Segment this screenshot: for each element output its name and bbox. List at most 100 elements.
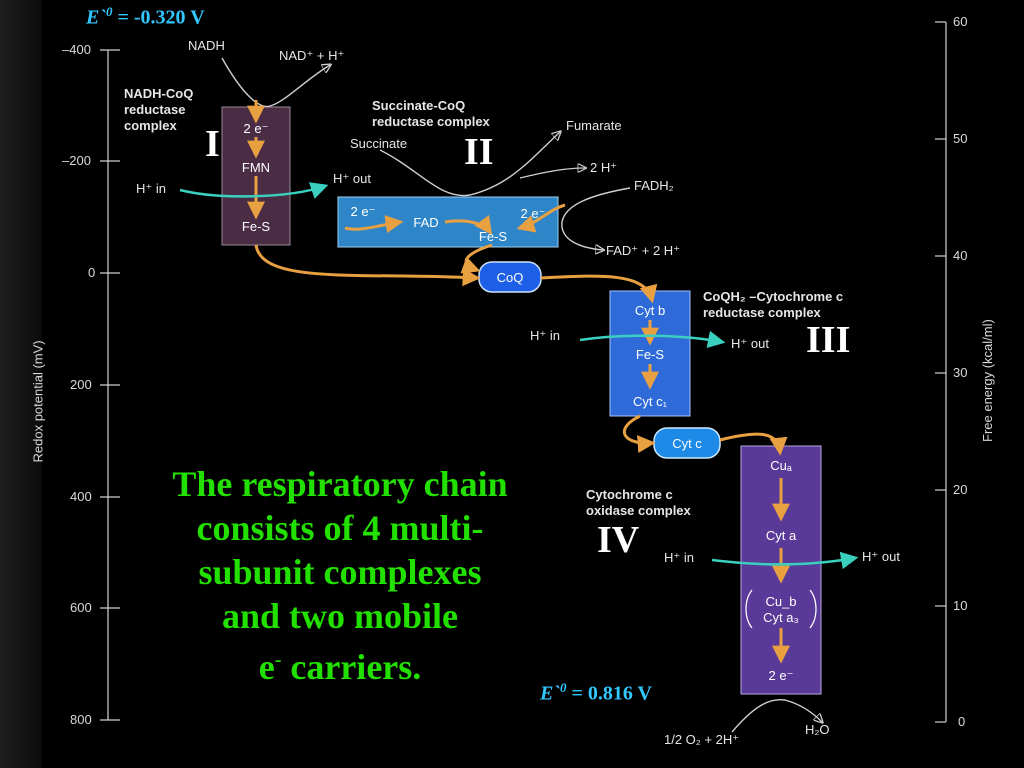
- complex1-name-3: complex: [124, 118, 177, 133]
- right-axis-title: Free energy (kcal/ml): [980, 319, 995, 442]
- cu-a-label: Cuₐ: [770, 458, 792, 473]
- left-tick-label: 400: [70, 489, 92, 504]
- complex3-h-out: H⁺ out: [731, 336, 769, 351]
- fumarate-label: Fumarate: [566, 118, 622, 133]
- complex1-h-in: H⁺ in: [136, 181, 166, 196]
- cyt-a-label: Cyt a: [765, 528, 797, 543]
- complex3-box: [609, 290, 691, 417]
- complex2-name-2: reductase complex: [372, 114, 490, 129]
- cytc-to-c4-arrow: [719, 432, 788, 456]
- complex3-name-2: reductase complex: [703, 305, 821, 320]
- fad-out-label: FAD⁺ + 2 H⁺: [606, 243, 681, 258]
- cyt-b-label: Cyt b: [634, 303, 666, 318]
- nad-label: NAD⁺ + H⁺: [279, 48, 345, 63]
- top-potential: E`0 = -0.320 V: [86, 4, 205, 30]
- water-label: H₂O: [805, 722, 830, 737]
- oxygen-curve: [731, 698, 822, 733]
- bottom-potential-symbol: E`: [540, 682, 560, 705]
- cyt-a3-label: Cyt a₃: [763, 610, 799, 625]
- complex3-name-1: CoQH₂ –Cytochrome c: [703, 289, 844, 304]
- nadh-curve: [221, 57, 330, 108]
- complex3-fes-label: Fe-S: [635, 347, 665, 362]
- bottom-potential: E`0 = 0.816 V: [540, 680, 652, 706]
- cytc-label: Cyt c: [672, 436, 702, 451]
- coq-label: CoQ: [496, 270, 524, 285]
- oxygen-label: 1/2 O₂ + 2H⁺: [664, 732, 740, 747]
- complex4-name-2: oxidase complex: [586, 503, 691, 518]
- caption-text: The respiratory chain consists of 4 mult…: [120, 462, 560, 689]
- complex1-h-out: H⁺ out: [333, 171, 371, 186]
- top-potential-sup: 0: [106, 4, 113, 19]
- c4-proton-arrow: [711, 551, 859, 570]
- complex2-fes-label: Fe-S: [478, 229, 508, 244]
- caption-carriers: carriers.: [281, 647, 422, 687]
- complex4-electrons: 2 e⁻: [768, 668, 794, 683]
- succinate-label: Succinate: [350, 136, 408, 151]
- complex1-roman: I: [205, 123, 220, 165]
- bottom-potential-value: = 0.816 V: [571, 682, 652, 705]
- complex2-name-1: Succinate-CoQ: [372, 98, 466, 113]
- left-tick-label: 200: [70, 377, 92, 392]
- succinate-curve: [379, 132, 560, 197]
- fadh2-curve: [561, 187, 631, 250]
- nadh-label: NADH: [188, 38, 225, 53]
- complex3-h-in: H⁺ in: [530, 328, 560, 343]
- cyt-c1-label: Cyt c₁: [633, 394, 667, 409]
- left-tick-label: 600: [70, 600, 92, 615]
- two-h-label: 2 H⁺: [590, 160, 618, 175]
- c1-to-coq-arrow: [254, 244, 481, 287]
- left-tick-label: –200: [62, 153, 91, 168]
- caption-e: e: [258, 647, 275, 687]
- right-tick-label: 40: [953, 248, 968, 263]
- left-edge-shading: [0, 0, 42, 768]
- right-tick-label: 30: [953, 365, 968, 380]
- fadh2-label: FADH₂: [634, 178, 674, 193]
- c1-proton-arrow: [179, 182, 329, 199]
- caption-line: e- carriers.: [120, 638, 560, 689]
- coq-to-c3-arrow: [540, 274, 658, 304]
- c2-arrow-fad: [344, 215, 404, 234]
- c4-bracket-right: [809, 589, 817, 629]
- right-tick-label: 10: [953, 598, 968, 613]
- caption-sup: -: [274, 649, 282, 671]
- fad-label: FAD: [413, 215, 439, 230]
- c2-to-coq-arrow: [460, 243, 493, 274]
- complex4-roman: IV: [597, 519, 640, 561]
- right-tick-label: 20: [953, 482, 968, 497]
- complex3-roman: III: [806, 319, 851, 361]
- top-potential-value: = -0.320 V: [117, 6, 205, 29]
- c2-arrow-fes: [444, 215, 493, 235]
- left-tick-label: 800: [70, 712, 92, 727]
- right-axis: [935, 21, 947, 723]
- c4-bracket-left: [745, 589, 753, 629]
- caption-line: The respiratory chain: [172, 464, 508, 504]
- left-tick-label: –400: [62, 42, 91, 57]
- complex1-name-1: NADH-CoQ: [124, 86, 194, 101]
- complex2-e-right: 2 e⁻: [520, 206, 546, 221]
- caption-line: consists of 4 multi-: [196, 508, 484, 548]
- two-h-arrow: [519, 168, 585, 179]
- c2-arrow-right: [516, 203, 566, 233]
- complex4-name-1: Cytochrome c: [586, 487, 673, 502]
- c3-proton-arrow: [579, 330, 726, 348]
- fmn-label: FMN: [241, 160, 271, 175]
- right-tick-label: 50: [953, 131, 968, 146]
- cu-b-label: Cu_b: [765, 594, 797, 609]
- bottom-potential-sup: 0: [560, 680, 567, 695]
- complex4-h-in: H⁺ in: [664, 550, 694, 565]
- caption-line: subunit complexes: [198, 552, 482, 592]
- top-potential-symbol: E`: [86, 6, 106, 29]
- complex2-e-left: 2 e⁻: [350, 204, 376, 219]
- left-tick-label: 0: [88, 265, 96, 280]
- caption-line: and two mobile: [221, 596, 459, 636]
- complex1-name-2: reductase: [124, 102, 186, 117]
- complex1-electrons: 2 e⁻: [243, 121, 269, 136]
- complex4-h-out: H⁺ out: [862, 549, 900, 564]
- left-axis: [100, 49, 120, 721]
- left-axis-title: Redox potential (mV): [30, 340, 46, 463]
- right-tick-label: 0: [958, 714, 966, 729]
- complex1-fes-label: Fe-S: [241, 219, 271, 234]
- c3-to-cytc-arrow: [623, 414, 656, 454]
